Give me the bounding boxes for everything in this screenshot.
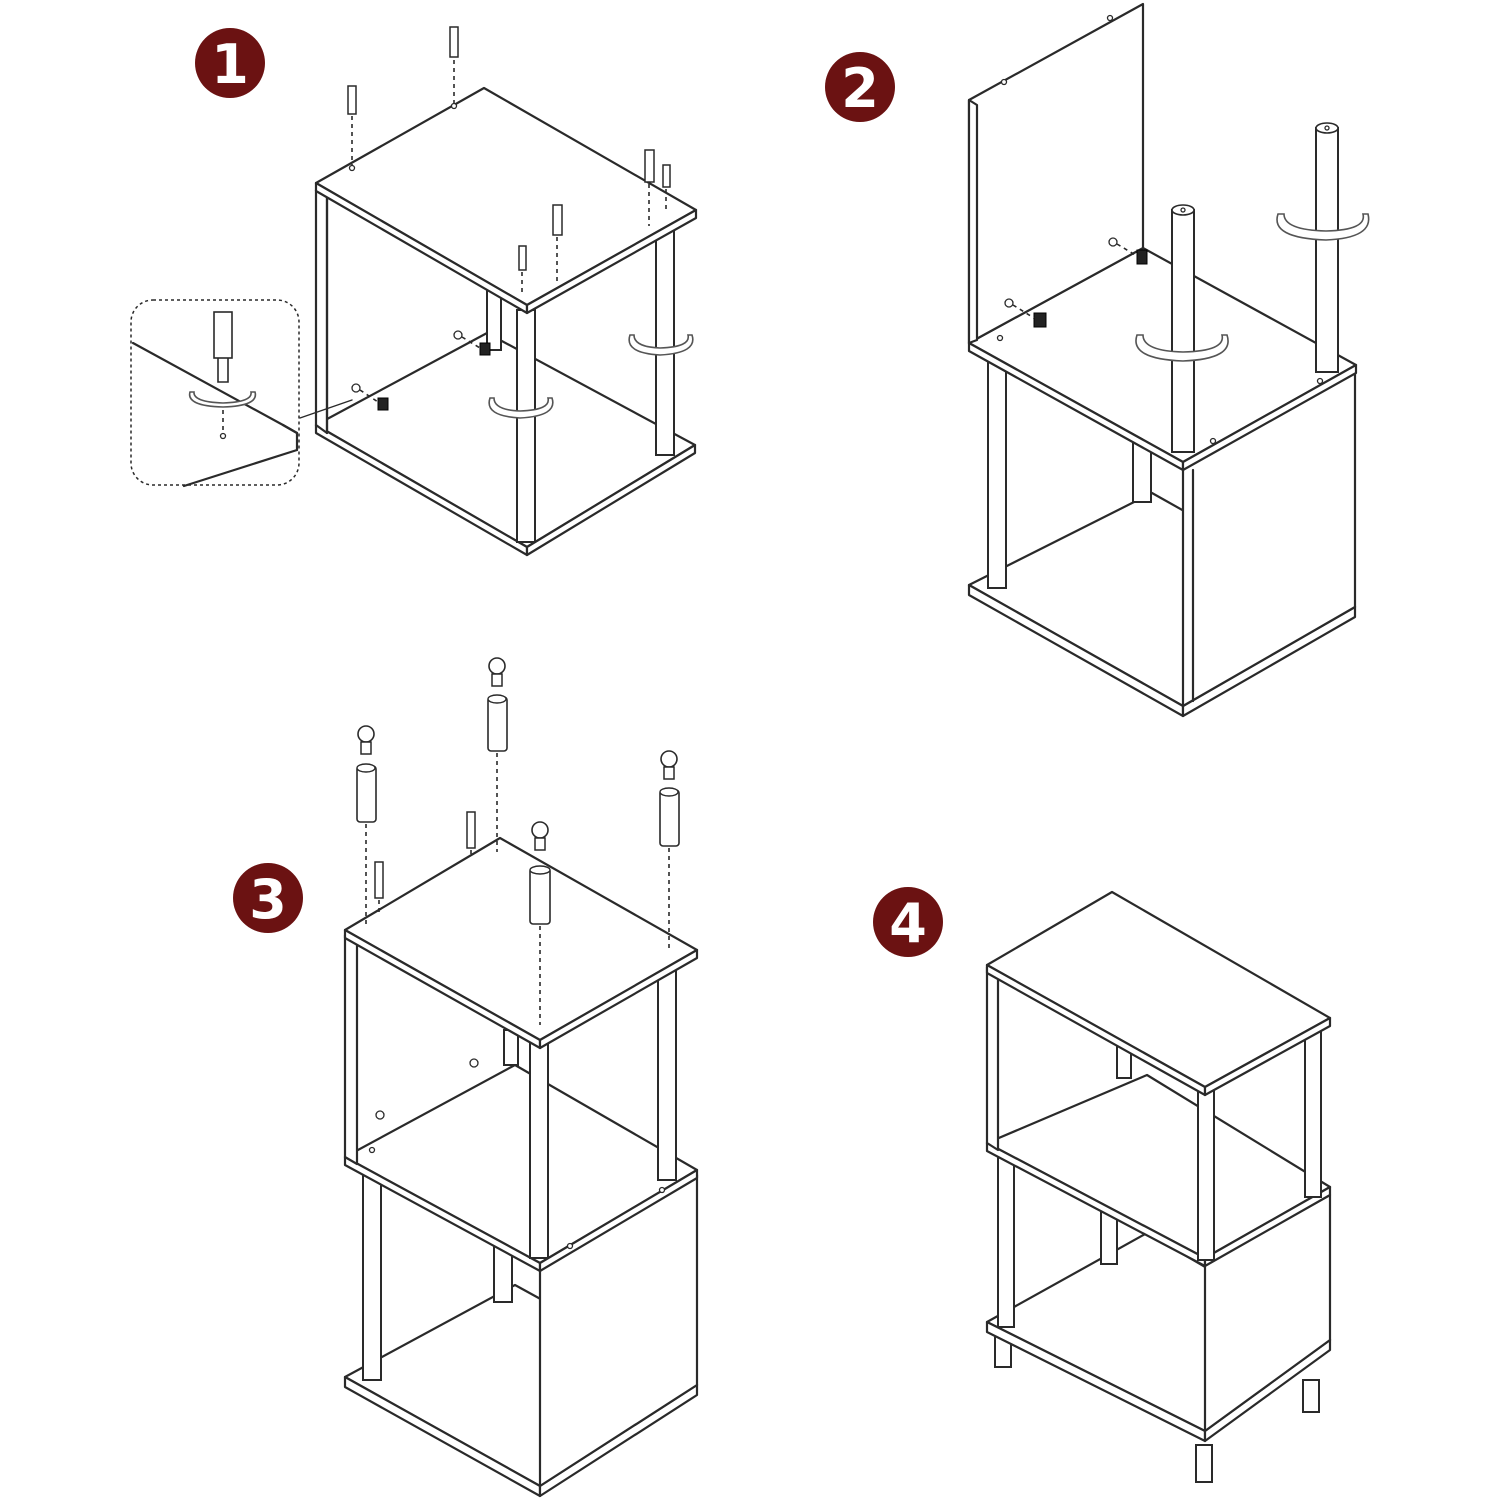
leg [1195,1444,1213,1483]
screw [347,85,357,172]
cap-screw [531,821,549,851]
step-1-number: 1 [211,33,249,96]
step-3-cabinet [343,657,699,1498]
cam-nut [377,397,389,411]
leg [516,309,536,543]
leg [529,1039,549,1259]
leg [1304,1029,1322,1198]
cam-nut [1136,249,1148,265]
leg [997,1154,1015,1328]
step-1-group: 1 [130,26,698,557]
cam-bolt [552,204,563,283]
cam-bolt [644,149,655,226]
post [1315,127,1339,373]
step-4-cabinet [985,890,1332,1483]
rotate-arrow [1135,334,1229,362]
rotate-arrow [188,391,257,408]
step-3-group: 3 [233,657,699,1498]
step-badge-circle [195,28,265,98]
step-4-group: 4 [873,887,1332,1483]
leg [1302,1379,1320,1413]
rotate-arrow [488,397,554,419]
step-1-cabinet [314,26,698,557]
step-2-number: 2 [841,57,879,120]
cam-bolt [213,311,233,359]
screw [374,861,384,912]
screw [466,811,476,858]
step-3-badge: 3 [233,863,303,933]
step-2-group: 2 [825,2,1370,718]
step-badge-circle [873,887,943,957]
rotate-arrow [628,334,694,356]
spacer-post [659,787,680,847]
step-badge-circle [233,863,303,933]
rotate-arrow [1276,213,1370,241]
spacer-post [487,694,508,752]
leg [655,229,675,456]
leg [657,969,677,1181]
step-2-badge: 2 [825,52,895,122]
step-1-badge: 1 [195,28,265,98]
leg [486,289,502,351]
screw [662,164,671,211]
spacer-post [356,763,377,823]
screw [518,245,527,292]
step-4-badge: 4 [873,887,943,957]
step-badge-circle [825,52,895,122]
step-4-number: 4 [889,892,927,955]
cam-nut [479,342,491,356]
detail-callout [130,299,353,488]
leg [362,1174,382,1381]
cap-screw [357,725,375,755]
cap-screw [488,657,506,687]
spacer-post [529,865,551,925]
leg [987,359,1007,589]
cam-nut [1033,312,1047,328]
screw [449,26,459,110]
step-2-cabinet [967,2,1370,718]
leg [1197,1089,1215,1261]
post [1171,209,1195,453]
cap-screw [660,750,678,780]
step-3-number: 3 [249,868,287,931]
